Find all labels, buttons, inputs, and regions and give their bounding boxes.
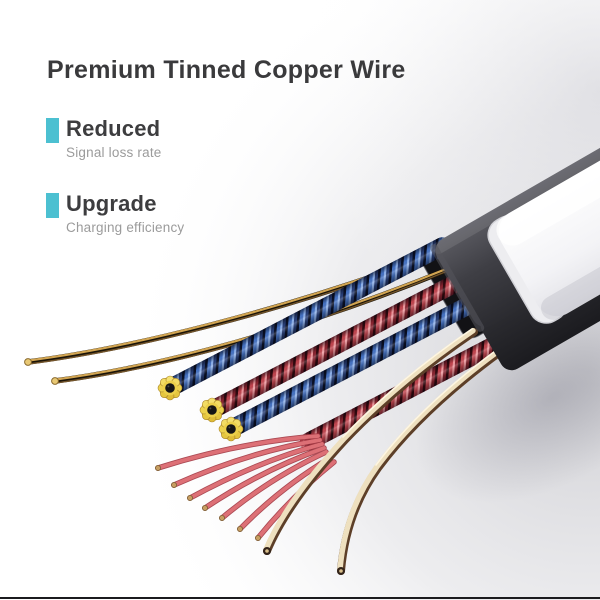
feature-item-reduced: Reduced Signal loss rate [46,116,162,160]
red-twisted-bundle-1 [209,262,488,416]
feature-item-upgrade: Upgrade Charging efficiency [46,191,184,235]
feature-description: Charging efficiency [66,220,185,236]
copper-strand-tips [154,464,261,542]
image-bottom-border [0,597,600,599]
feature-bullet-icon [46,193,59,218]
feature-label: Reduced [66,116,161,141]
cream-ground-wire-2 [337,347,504,575]
wire-tip-flower-1 [157,375,183,401]
gold-wire-tip [24,358,32,366]
gold-wire-tip [51,377,59,385]
page-title: Premium Tinned Copper Wire [47,56,406,84]
feature-bullet-icon [46,118,59,143]
feature-label: Upgrade [66,191,157,216]
wire-tip-flower-2 [199,397,225,423]
cream-ground-wire-1 [263,327,478,555]
blue-twisted-bundle-1 [167,237,452,394]
wire-tip-flower-3 [218,416,244,442]
red-twisted-bundle-2 [299,328,519,451]
blue-twisted-bundle-2 [228,281,507,435]
gold-signal-wire-2 [51,265,455,385]
feature-description: Signal loss rate [66,145,162,161]
outer-sheath [487,39,600,324]
